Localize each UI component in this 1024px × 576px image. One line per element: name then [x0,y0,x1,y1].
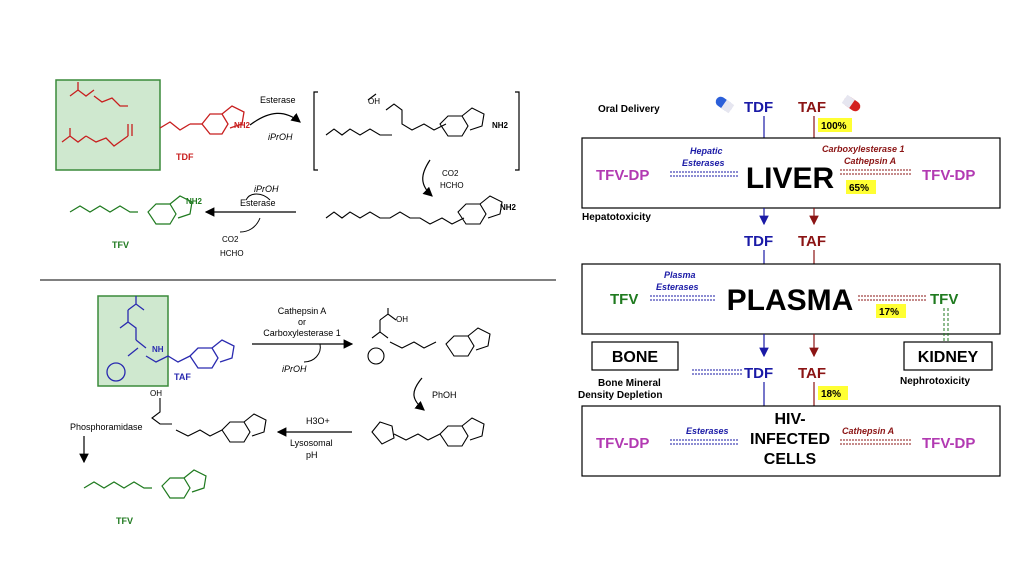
plasma-tfv-left: TFV [610,291,638,308]
bone-effect-2: Density Depletion [578,390,662,401]
phosphoramidase-label: Phosphoramidase [70,422,143,432]
kidney-box [903,341,993,371]
liver-carboxylesterase-label: Carboxylesterase 1 [822,144,905,154]
capsule-red-icon [841,94,861,112]
liver-tfvdp-left: TFV-DP [596,167,649,184]
tdf-label-2: TDF [744,233,773,250]
cells-title-2: INFECTED [750,431,830,448]
cells-cathepsin-label: Cathepsin A [842,426,894,436]
pct-18-label: 18% [821,389,841,400]
ipr-label-2: iPrOH [254,184,279,194]
nh2-tfv-label: NH2 [186,197,203,206]
tfv-structure-bottom [83,469,207,499]
capsule-blue-icon [715,96,735,114]
oh-label: OH [368,97,380,106]
taf-intermediate-structure [367,308,491,365]
hepatic-label: Hepatic [690,146,723,156]
plasma-label: Plasma [664,270,696,280]
pct-100-label: 100% [821,121,847,132]
cells-title-3: CELLS [764,451,817,468]
tdf-structure-label: TDF [176,152,194,162]
nephrotoxicity-label: Nephrotoxicity [900,376,970,387]
taf-scheme: NH TAF Cathepsin A or Carboxylesterase 1… [70,295,491,526]
cells-tfvdp-right: TFV-DP [922,435,975,452]
taf-structure [106,296,235,382]
tfv-label-bottom: TFV [116,516,133,526]
tdf-scheme: TDF NH2 Esterase iPrOH OH NH2 CO2 HCHO N… [55,79,520,258]
hcho-label-2: HCHO [220,249,244,258]
intermediate-structure [325,93,485,137]
cells-title-1: HIV- [774,411,805,428]
esterase-label-2: Esterase [240,198,276,208]
tdf-label-1: TDF [744,99,773,116]
taf-label-2: TAF [798,233,826,250]
tfv-structure-top [69,195,193,225]
taf-label-3: TAF [798,365,826,382]
liver-tfvdp-right: TFV-DP [922,167,975,184]
ph-label: pH [306,450,318,460]
nh2-label: NH2 [234,121,251,130]
bone-effect-1: Bone Mineral [598,378,661,389]
taf-prodrug-box [97,295,169,387]
pct-17-highlight [876,304,906,318]
pct-65-label: 65% [849,183,869,194]
hepatic-esterases-label: Esterases [682,158,725,168]
taf-structure-label: TAF [174,372,191,382]
phosphonamidate-structure [151,398,267,443]
tdf-prodrug-box [55,79,161,171]
cathepsin-label: Cathepsin A [278,306,327,316]
ipr-label-3: iPrOH [282,364,307,374]
plasma-tfv-right: TFV [930,291,958,308]
plasma-esterases-label: Esterases [656,282,699,292]
cyclic-intermediate-structure [371,417,485,447]
tfv-label-top: TFV [112,240,129,250]
bone-box [591,341,679,371]
esterase-label-1: Esterase [260,95,296,105]
nh2-intermediate-label: NH2 [492,121,509,130]
liver-box [581,137,1001,209]
liver-cathepsin-label: Cathepsin A [844,156,896,166]
bone-label: BONE [612,349,659,366]
cells-esterases-label: Esterases [686,426,729,436]
pct-18-highlight [818,386,848,400]
nh2-monoester-label: NH2 [500,203,517,212]
co2-label-2: CO2 [222,235,239,244]
phosphonamidate-oh-label: OH [150,389,162,398]
pct-65-highlight [846,180,876,194]
intermediate-oh-label: OH [396,315,408,324]
or-label: or [298,317,306,327]
tdf-label-3: TDF [744,365,773,382]
pathway-diagram: Oral Delivery TDF TAF 100% LIVER TFV-DP … [578,94,1001,477]
h3o-label: H3O+ [306,416,330,426]
plasma-box [581,263,1001,335]
monoester-structure [325,195,503,225]
cells-tfvdp-left: TFV-DP [596,435,649,452]
hepatotoxicity-label: Hepatotoxicity [582,212,651,223]
taf-nh-label: NH [152,345,164,354]
oral-delivery-label: Oral Delivery [598,104,660,115]
co2-label: CO2 [442,169,459,178]
tdf-structure [61,82,245,147]
phoh-label: PhOH [432,390,457,400]
plasma-title: PLASMA [727,284,854,317]
liver-title: LIVER [746,162,835,195]
lysosomal-label: Lysosomal [290,438,333,448]
hcho-label: HCHO [440,181,464,190]
carboxylesterase-label: Carboxylesterase 1 [263,328,341,338]
pct-100-highlight [818,118,852,132]
pct-17-label: 17% [879,307,899,318]
ipr-label-1: iPrOH [268,132,293,142]
cells-box [581,405,1001,477]
taf-label-1: TAF [798,99,826,116]
kidney-label: KIDNEY [918,349,979,366]
